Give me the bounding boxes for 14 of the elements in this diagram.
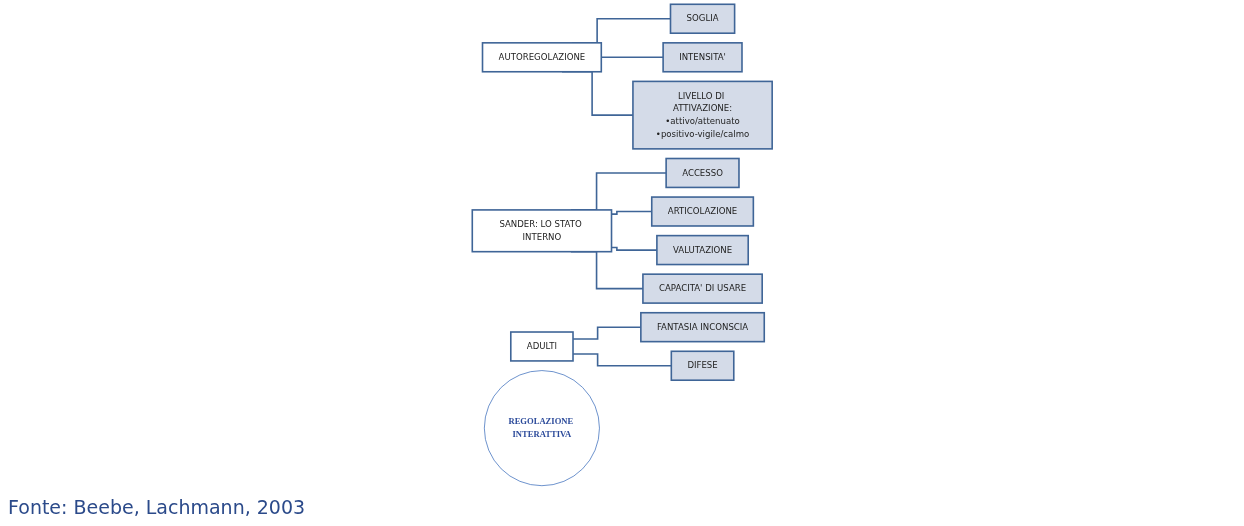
- node-box: SOGLIA: [669, 3, 736, 34]
- node-box: ADULTI: [509, 331, 574, 362]
- node-box: VALUTAZIONE: [655, 234, 749, 266]
- node-box: LIVELLO DI ATTIVAZIONE: •attivo/attenuato •positivo-vigile/calmo: [631, 80, 773, 150]
- node-box: CAPACITA' DI USARE: [641, 273, 763, 304]
- node-box: ARTICOLAZIONE: [650, 196, 754, 227]
- node-box: SANDER: LO STATO INTERNO: [471, 209, 613, 253]
- node-box: DIFESE: [670, 350, 735, 381]
- node-box: AUTOREGOLAZIONE: [481, 42, 602, 73]
- node-box: INTENSITA': [662, 42, 743, 73]
- node-circle: REGOLAZIONE INTERATTIVA: [483, 370, 600, 487]
- caption: Fonte: Beebe, Lachmann, 2003: [8, 496, 306, 518]
- node-box: ACCESSO: [665, 157, 740, 189]
- node-box: FANTASIA INCONSCIA: [639, 311, 765, 343]
